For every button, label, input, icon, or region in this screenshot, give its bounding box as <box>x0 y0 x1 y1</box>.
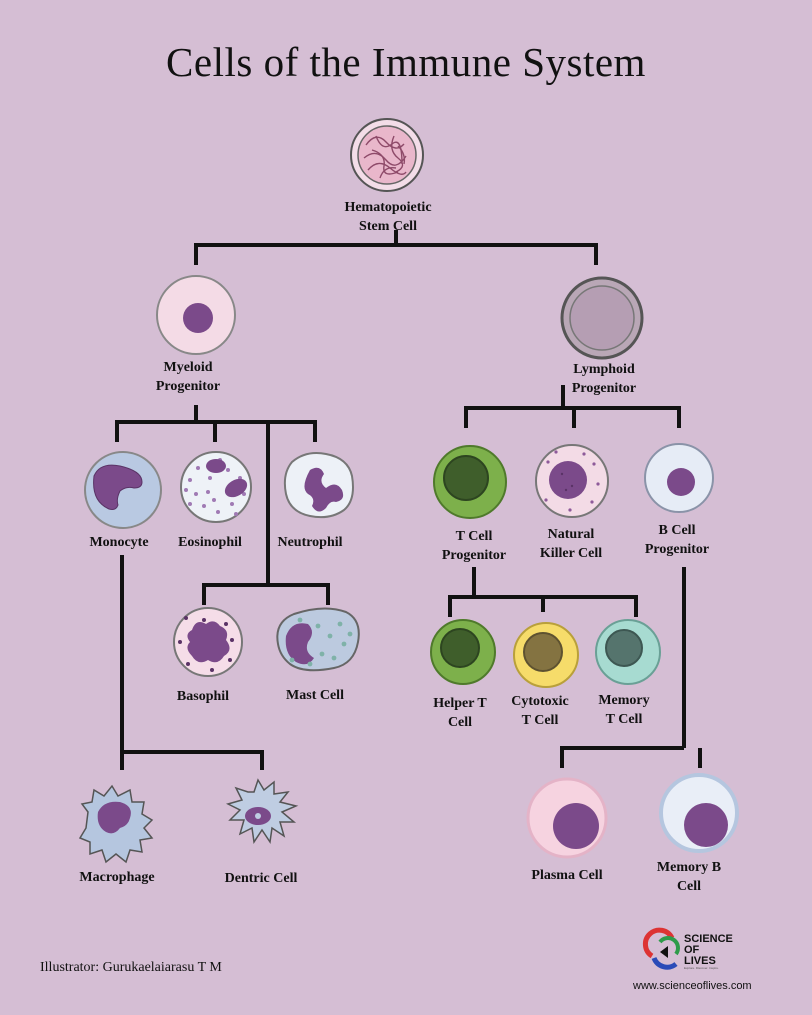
label-eosinophil: Eosinophil <box>178 535 242 550</box>
eosinophil-icon <box>180 451 252 523</box>
eosinophil-granules <box>184 458 246 516</box>
mast-cell-granules <box>289 617 353 667</box>
illustrator-credit: Illustrator: Gurukaelaiarasu T M <box>40 960 222 975</box>
label-macrophage: Macrophage <box>79 870 155 885</box>
b-cell-progenitor-icon <box>644 443 714 513</box>
plasma-cell-icon <box>526 777 608 859</box>
nk-granules <box>544 450 600 512</box>
hematopoietic-stem-cell-icon <box>350 118 424 192</box>
label-monocyte: Monocyte <box>89 535 149 550</box>
macrophage-icon <box>78 784 154 864</box>
basophil-granules <box>178 616 234 672</box>
memory-b-cell-icon <box>659 773 739 853</box>
label-mast-cell: Mast Cell <box>286 688 344 703</box>
label-dendritic-cell: Dentric Cell <box>224 871 298 886</box>
label-neutrophil: Neutrophil <box>277 535 343 550</box>
basophil-icon <box>173 607 243 677</box>
logo-tagline: Explore. Discover. Inspire. <box>684 966 719 970</box>
t-cell-progenitor-icon <box>433 445 507 519</box>
website-link[interactable]: www.scienceoflives.com <box>633 980 752 992</box>
label-plasma-cell: Plasma Cell <box>531 868 603 883</box>
page-title: Cells of the Immune System <box>166 39 646 85</box>
neutrophil-icon <box>283 452 354 519</box>
science-of-lives-logo-icon <box>642 927 680 970</box>
lymphoid-progenitor-icon <box>560 276 644 360</box>
tree-connectors <box>115 230 702 770</box>
cytotoxic-t-cell-icon <box>513 622 579 688</box>
myeloid-progenitor-icon <box>156 275 236 355</box>
monocyte-icon <box>84 451 162 529</box>
memory-t-cell-icon <box>595 619 661 685</box>
natural-killer-cell-icon <box>535 444 609 518</box>
dendritic-cell-icon <box>225 778 299 845</box>
mast-cell-icon <box>276 607 360 672</box>
helper-t-cell-icon <box>430 619 496 685</box>
label-basophil: Basophil <box>176 689 230 704</box>
